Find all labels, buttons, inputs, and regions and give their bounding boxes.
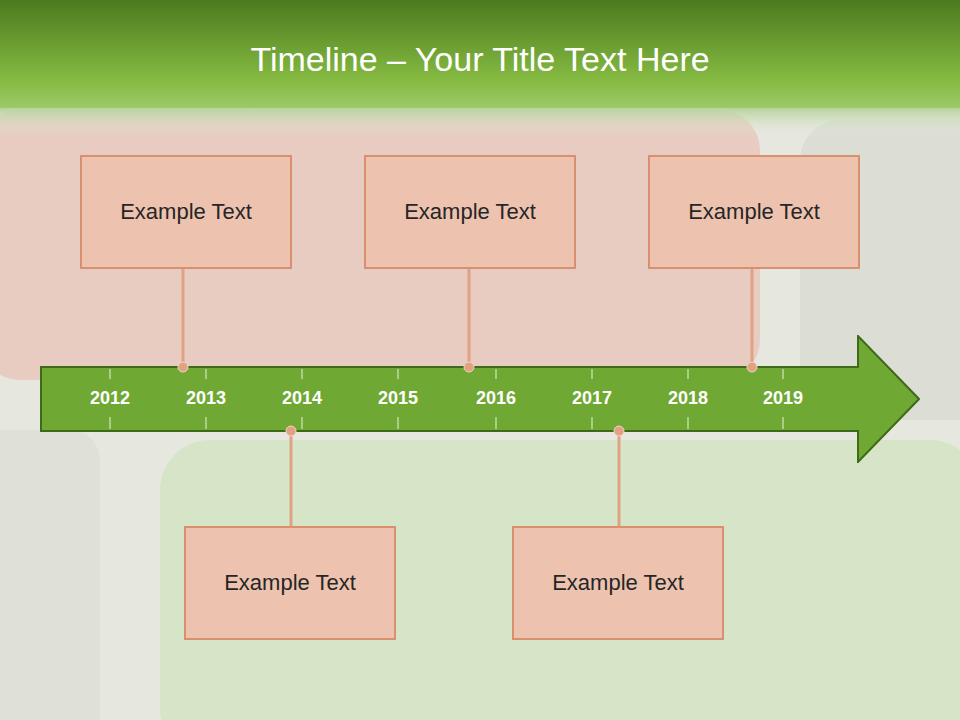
timeline-arrow: 2012 2013 2014 2015 2016 2017 2018 2019 <box>40 335 920 463</box>
event-box: Example Text <box>184 526 396 640</box>
year-label: 2014 <box>282 388 322 409</box>
event-box: Example Text <box>80 155 292 269</box>
year-label: 2018 <box>668 388 708 409</box>
event-text: Example Text <box>120 199 252 225</box>
year-label: 2017 <box>572 388 612 409</box>
leader-line <box>751 269 754 367</box>
leader-line <box>182 269 185 367</box>
slide-title: Timeline – Your Title Text Here <box>0 40 960 79</box>
year-label: 2019 <box>763 388 803 409</box>
event-box: Example Text <box>364 155 576 269</box>
event-text: Example Text <box>688 199 820 225</box>
event-text: Example Text <box>404 199 536 225</box>
leader-line <box>290 431 293 526</box>
leader-line <box>468 269 471 367</box>
event-box: Example Text <box>512 526 724 640</box>
year-label: 2013 <box>186 388 226 409</box>
event-text: Example Text <box>552 570 684 596</box>
leader-line <box>618 431 621 526</box>
year-label: 2016 <box>476 388 516 409</box>
event-text: Example Text <box>224 570 356 596</box>
year-label: 2012 <box>90 388 130 409</box>
event-box: Example Text <box>648 155 860 269</box>
year-label: 2015 <box>378 388 418 409</box>
